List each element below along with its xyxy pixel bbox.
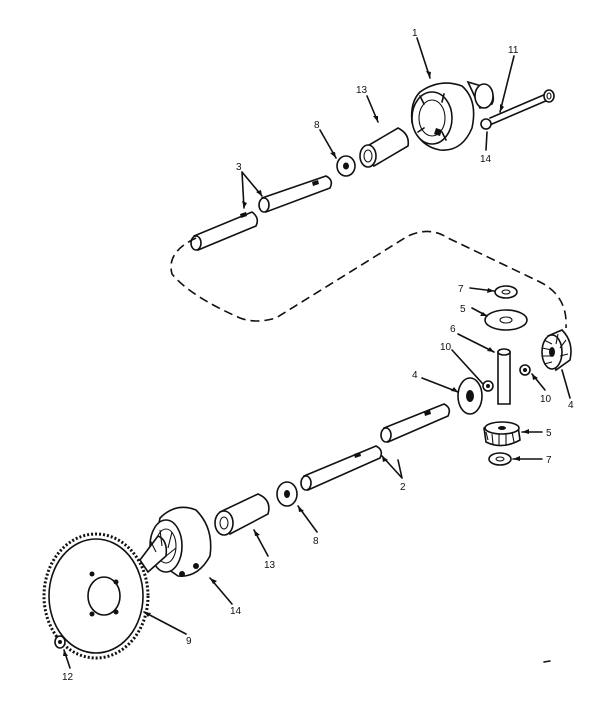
callout-5-top: 5 xyxy=(460,304,466,315)
gear-part-4-left xyxy=(457,377,483,415)
callout-14-upper: 14 xyxy=(480,154,492,165)
callout-1: 1 xyxy=(412,28,418,39)
stray-mark xyxy=(543,660,551,663)
callout-4-right: 4 xyxy=(568,400,574,411)
hub-housing-part-1 xyxy=(410,80,495,151)
callout-11: 11 xyxy=(508,45,519,56)
pin-part-6 xyxy=(497,348,511,405)
axle-shaft-part-2 xyxy=(300,403,451,492)
callout-7-bottom: 7 xyxy=(546,455,552,466)
callout-10-left: 10 xyxy=(440,342,452,353)
bolt-part-11 xyxy=(489,89,555,125)
spacer-part-13-upper xyxy=(359,127,410,168)
callout-8-lower: 8 xyxy=(313,536,319,547)
washer-part-8-lower xyxy=(276,481,298,507)
callout-labels: 1 11 13 8 14 3 7 5 6 10 4 10 4 5 7 2 8 1… xyxy=(62,28,574,683)
assembly-connector-dashed xyxy=(170,230,567,329)
leader-arrowheads xyxy=(63,71,538,656)
nut-part-10-right xyxy=(519,364,531,376)
spacer-part-13-lower xyxy=(214,493,270,536)
washer-part-7-bottom xyxy=(488,452,512,466)
callout-10-right: 10 xyxy=(540,394,552,405)
nut-part-14-upper xyxy=(480,118,492,130)
callout-13-lower: 13 xyxy=(264,560,276,571)
callout-14-lower: 14 xyxy=(230,606,242,617)
callout-12: 12 xyxy=(62,672,74,683)
callout-3: 3 xyxy=(236,162,242,173)
sprocket-part-9 xyxy=(42,532,150,660)
nut-part-10-left xyxy=(482,380,494,392)
callout-4-left: 4 xyxy=(412,370,418,381)
axle-shaft-part-3 xyxy=(190,175,333,252)
callout-9: 9 xyxy=(186,636,192,647)
callout-6: 6 xyxy=(450,324,456,335)
washer-part-7-top xyxy=(494,285,518,299)
callout-5-bottom: 5 xyxy=(546,428,552,439)
bevel-gear-part-4-right xyxy=(541,329,572,372)
callout-7-top: 7 xyxy=(458,284,464,295)
gear-part-5-top xyxy=(484,309,528,331)
callout-2: 2 xyxy=(400,482,406,493)
hub-part-14-lower xyxy=(139,506,212,577)
callout-13-upper: 13 xyxy=(356,85,368,96)
callout-8-upper: 8 xyxy=(314,120,320,131)
bevel-gear-part-5-bottom xyxy=(483,421,521,447)
nut-part-12 xyxy=(54,635,66,649)
washer-part-8-upper xyxy=(336,155,356,177)
